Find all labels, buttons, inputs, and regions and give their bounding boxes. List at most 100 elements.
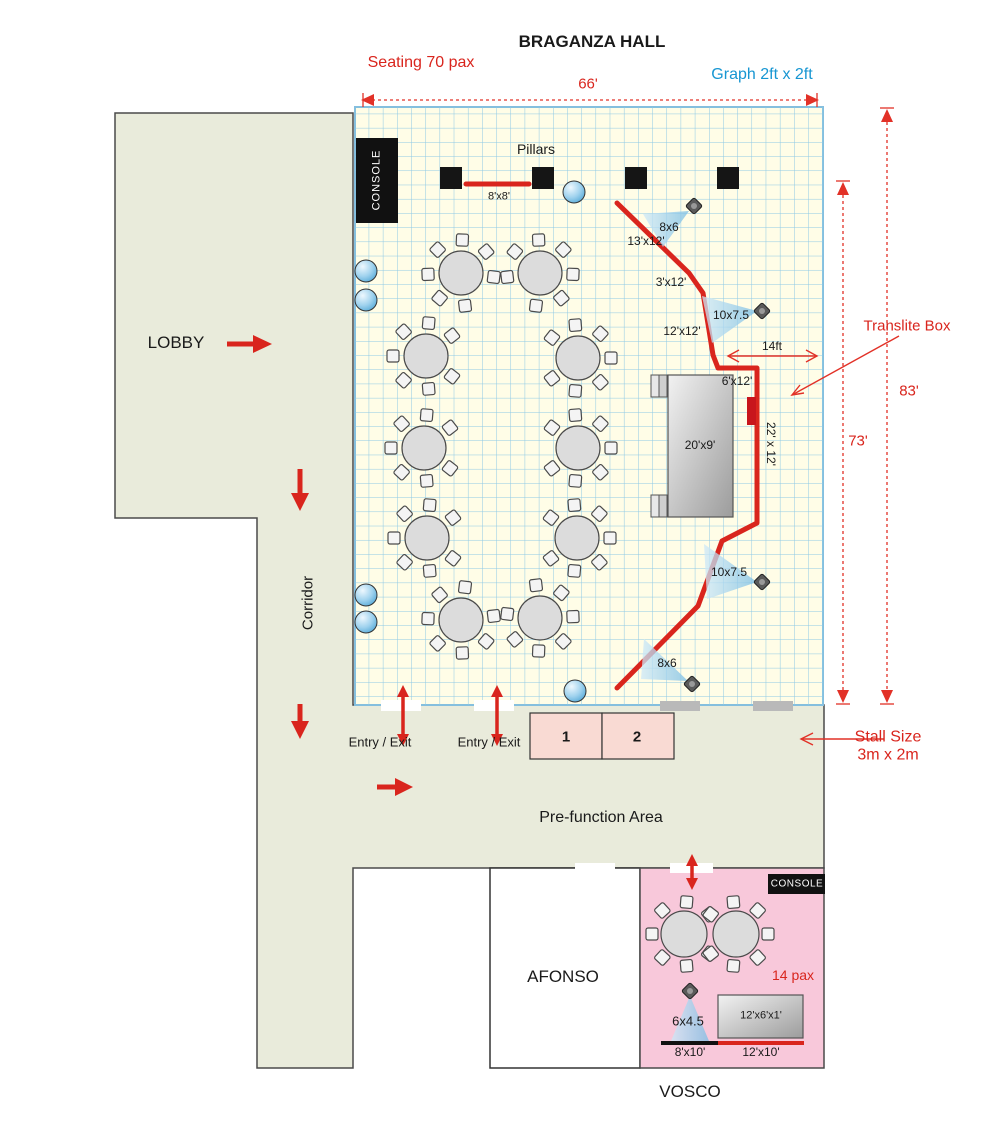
pillar [440, 167, 462, 189]
flow-arrows [227, 335, 413, 796]
vosco-stage [717, 994, 804, 1039]
chair [566, 609, 580, 624]
chair [429, 635, 446, 652]
chair [421, 381, 436, 396]
round-table [555, 335, 601, 381]
projector-lens [687, 988, 693, 994]
chair [568, 473, 583, 488]
chair [528, 298, 544, 313]
afonso-room [489, 867, 641, 1069]
pillar [625, 167, 647, 189]
chair [568, 383, 583, 398]
chair [444, 509, 462, 526]
chair [486, 608, 501, 624]
chair [455, 646, 470, 660]
projector-lens [759, 308, 765, 314]
chair [679, 958, 694, 973]
chair [421, 611, 435, 626]
furniture-layer [354, 167, 775, 1041]
chair [604, 351, 618, 365]
projector-beam [702, 296, 757, 343]
projector-beam [704, 544, 757, 599]
projector-beam [641, 639, 688, 681]
projector-beam [671, 996, 709, 1041]
chair [384, 441, 398, 455]
chair [542, 550, 560, 567]
door-gap [474, 700, 514, 711]
chair [568, 408, 583, 423]
chair [441, 419, 459, 436]
chair [443, 327, 461, 344]
projector-lens [691, 203, 697, 209]
stall-1 [529, 712, 603, 760]
chair [477, 633, 495, 650]
chair [387, 531, 401, 545]
round-table [438, 250, 484, 296]
projector-lens [689, 681, 695, 687]
round-table [403, 333, 449, 379]
console-box-vosco [768, 874, 825, 894]
chair [528, 578, 544, 593]
chair [429, 241, 446, 258]
round-table [712, 910, 760, 958]
round-table [517, 595, 563, 641]
round-table [404, 515, 450, 561]
chair [422, 563, 437, 578]
stage-step [658, 494, 668, 518]
chair [567, 498, 582, 513]
chair [568, 318, 583, 333]
chair [431, 586, 448, 604]
chair [543, 370, 561, 387]
chair [543, 460, 561, 477]
chair [396, 505, 413, 522]
chair [395, 372, 412, 389]
pillar [532, 167, 554, 189]
chair [457, 580, 473, 595]
chair [702, 906, 719, 923]
closed-door [660, 701, 700, 711]
chair [457, 298, 473, 313]
chair [603, 531, 617, 545]
chair [749, 949, 766, 966]
chair [726, 958, 741, 973]
chair [604, 441, 618, 455]
projector-beam [643, 211, 689, 247]
sphere-marker [354, 288, 378, 312]
chair [422, 498, 437, 513]
chair [531, 644, 546, 658]
round-table [555, 425, 601, 471]
closed-door [753, 701, 793, 711]
door-gap [575, 863, 615, 873]
main-stage [667, 374, 734, 518]
chair [500, 606, 515, 622]
chair [592, 464, 609, 481]
chair [645, 927, 659, 941]
round-table [554, 515, 600, 561]
chair [749, 902, 766, 919]
sphere-marker [354, 583, 378, 607]
chair [444, 550, 462, 567]
chair [393, 415, 410, 432]
stage-step [658, 374, 668, 398]
stage-step [650, 374, 660, 398]
chair [592, 374, 609, 391]
chair [506, 631, 524, 648]
chair [702, 945, 719, 962]
chair [431, 289, 448, 307]
chair [395, 323, 412, 340]
round-table [660, 910, 708, 958]
chair [421, 267, 435, 282]
entry-exit-arrows [397, 685, 698, 890]
chair [761, 927, 775, 941]
round-table [517, 250, 563, 296]
chair [393, 464, 410, 481]
chair [555, 241, 572, 258]
chair [726, 895, 741, 910]
chair [443, 368, 461, 385]
round-table [401, 425, 447, 471]
projector-lens [759, 579, 765, 585]
stall-2 [601, 712, 675, 760]
chair [591, 554, 608, 571]
